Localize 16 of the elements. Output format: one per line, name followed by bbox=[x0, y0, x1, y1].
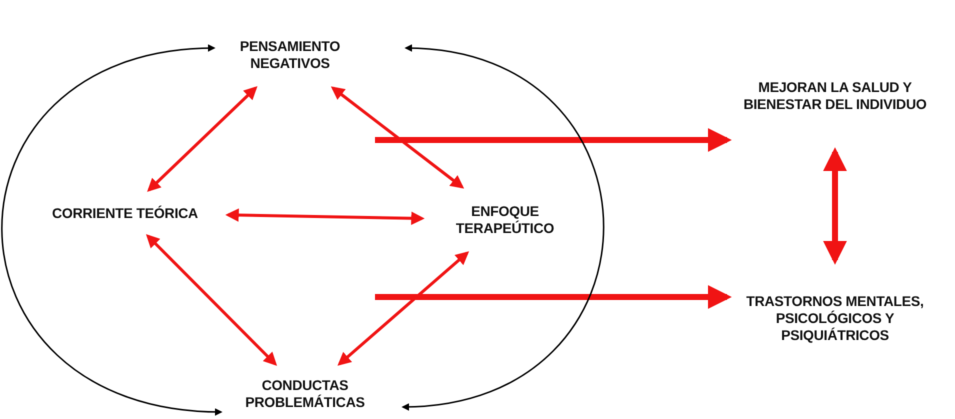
node-label: MEJORAN LA SALUD Y BIENESTAR DEL INDIVIDUO bbox=[742, 79, 928, 113]
arrow bbox=[146, 234, 278, 366]
node-label: ENFOQUE TERAPEÚTICO bbox=[454, 203, 556, 237]
node-label: PENSAMIENTO NEGATIVOS bbox=[238, 38, 342, 72]
arrow bbox=[337, 251, 470, 366]
curved-arrow bbox=[1, 44, 222, 416]
node-label: TRASTORNOS MENTALES, PSICOLÓGICOS Y PSIQUIÁTRICOS bbox=[745, 292, 925, 344]
curved-arrow bbox=[402, 44, 604, 410]
arrow bbox=[375, 128, 732, 152]
arrow bbox=[823, 147, 847, 265]
arrow bbox=[330, 86, 464, 189]
arrow bbox=[375, 285, 732, 309]
node-label: CORRIENTE TEÓRICA bbox=[52, 204, 198, 222]
node-label: CONDUCTAS PROBLEMÁTICAS bbox=[244, 377, 366, 411]
arrow bbox=[147, 86, 258, 192]
arrow bbox=[225, 208, 425, 226]
